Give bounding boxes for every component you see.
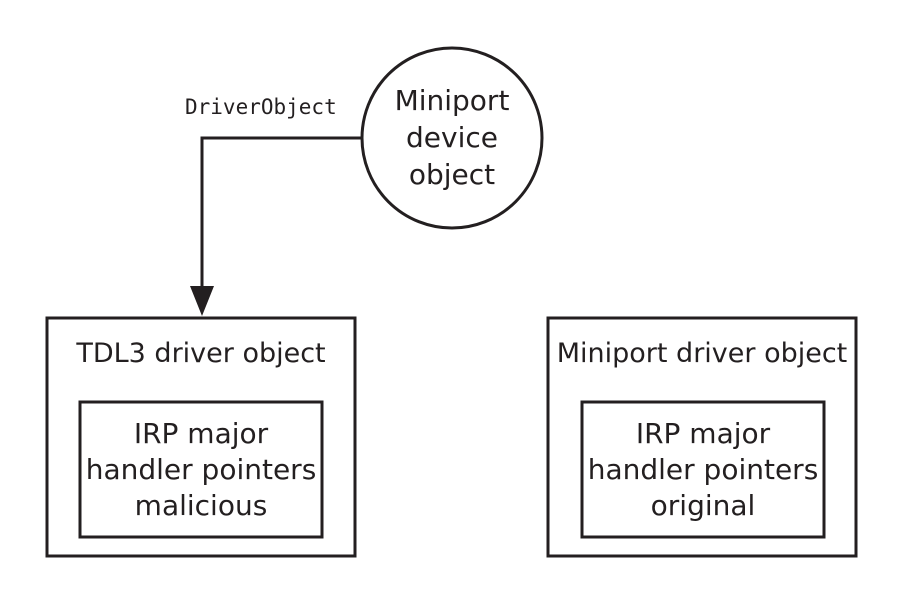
- miniport-irp-handler-box: [580, 400, 826, 539]
- tdl3-irp-handler-text: IRP major handler pointers malicious: [80, 416, 322, 524]
- miniport-inner-line-1: IRP major: [635, 417, 771, 450]
- circle-label: Miniport device object: [362, 82, 542, 193]
- miniport-irp-handler-text: IRP major handler pointers original: [582, 416, 824, 524]
- tdl3-driver-object-box: [45, 316, 357, 558]
- arrow-head-icon: [190, 286, 214, 316]
- circle-line-1: Miniport: [394, 84, 510, 117]
- driver-object-label: DriverObject: [185, 95, 337, 119]
- tdl3-inner-line-3: malicious: [134, 489, 268, 522]
- circle-line-3: object: [408, 158, 496, 191]
- miniport-inner-line-3: original: [650, 489, 756, 522]
- miniport-driver-object-box: [546, 316, 858, 558]
- circle-line-2: device: [406, 121, 498, 154]
- miniport-inner-line-2: handler pointers: [587, 453, 819, 486]
- tdl3-irp-handler-box: [78, 400, 324, 539]
- tdl3-inner-line-2: handler pointers: [85, 453, 317, 486]
- driver-object-pointer-line: [200, 136, 362, 298]
- tdl3-inner-line-1: IRP major: [133, 417, 269, 450]
- tdl3-driver-object-title: TDL3 driver object: [76, 338, 326, 369]
- miniport-driver-object-title: Miniport driver object: [556, 338, 848, 369]
